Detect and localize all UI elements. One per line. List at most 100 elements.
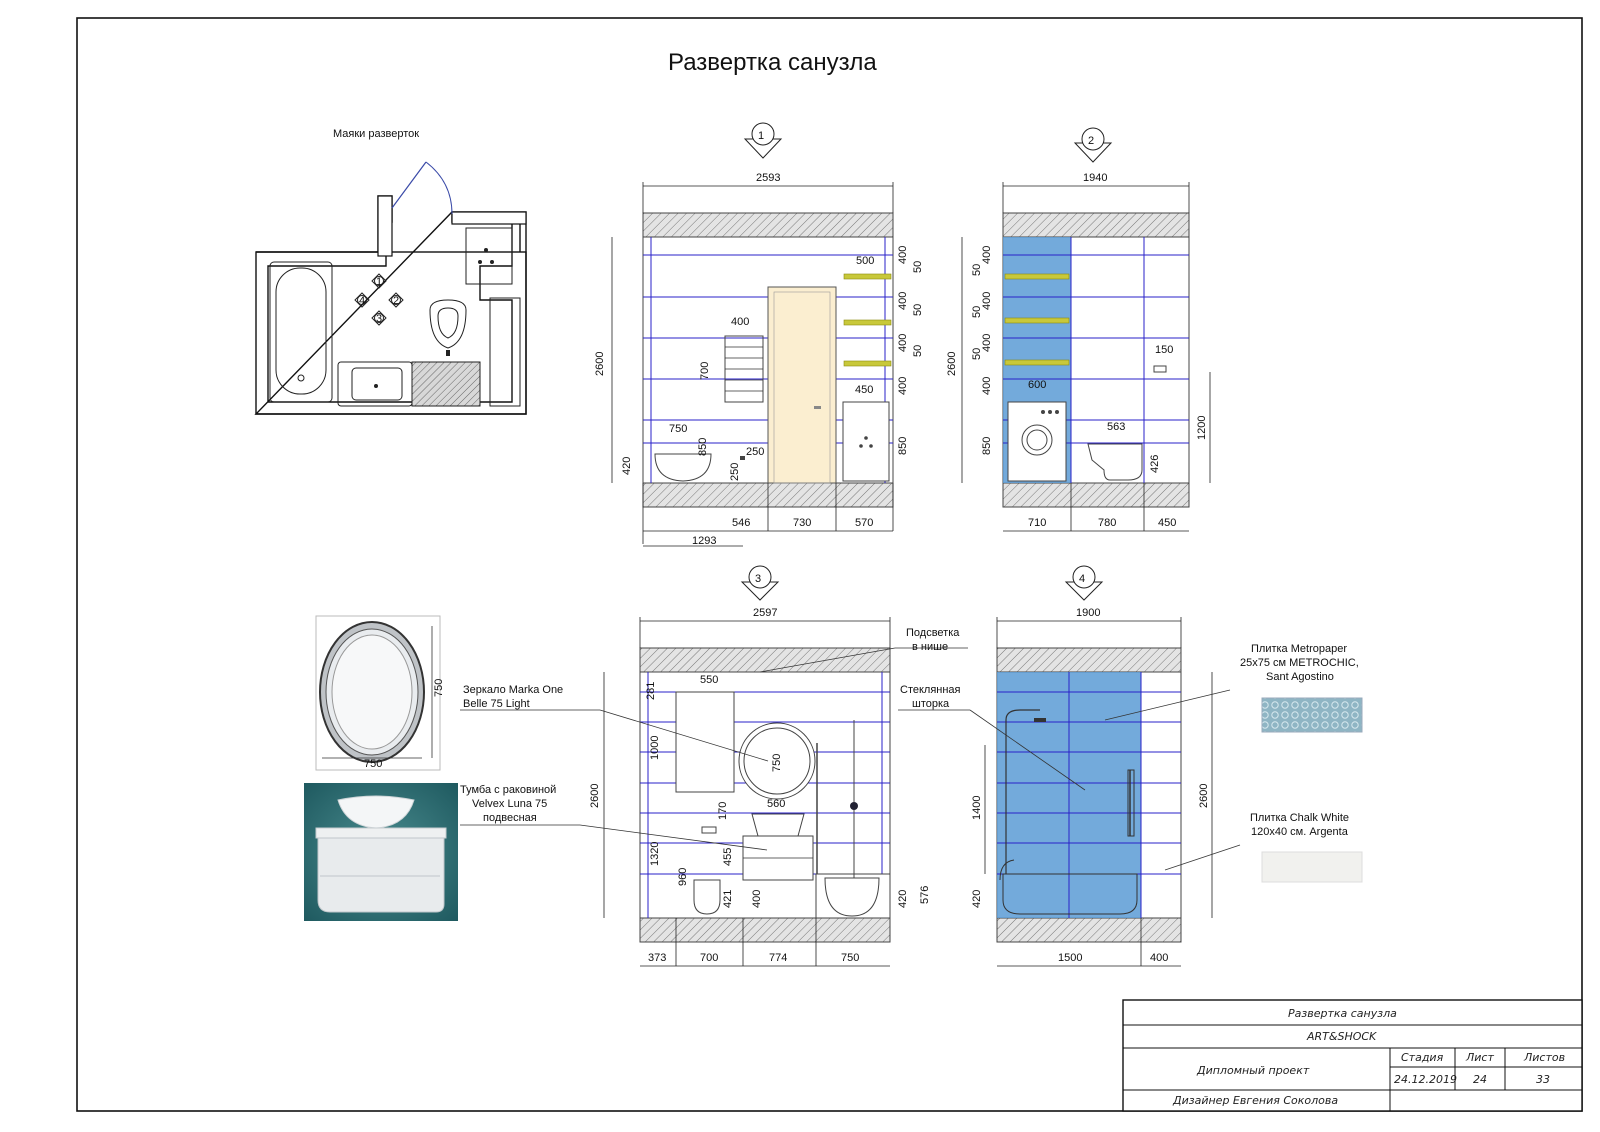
view-2-shelf-2: 50 — [971, 306, 983, 318]
view-4-badge: 4 — [1064, 565, 1104, 601]
tile-swatch-metropaper — [1261, 697, 1363, 733]
view-1-socket-h: 250 — [729, 463, 741, 481]
view-3-sink-h: 170 — [717, 802, 729, 820]
view-4-dim-l2: 420 — [971, 890, 983, 908]
view-1-cabinet-w: 450 — [855, 384, 873, 396]
mirror-width-label: 750 — [364, 758, 382, 770]
stamp-sheets-label: Листов — [1523, 1051, 1565, 1064]
stamp-designer: Дизайнер Евгения Соколова — [1172, 1094, 1338, 1107]
view-1-dim-r3: 400 — [897, 334, 909, 352]
view-1-shelf-1: 50 — [912, 261, 924, 273]
view-2-washer-w: 600 — [1028, 379, 1046, 391]
view-4-width: 1900 — [1076, 607, 1100, 619]
view-3-dim-bottom-4: 750 — [841, 952, 859, 964]
view-3-height: 2600 — [589, 784, 601, 808]
page-title: Развертка санузла — [668, 49, 877, 76]
note-tile2-2: 120x40 см. Argenta — [1251, 826, 1349, 838]
view-3-dim-l4: 960 — [677, 868, 689, 886]
view-3-badge: 3 — [740, 565, 780, 601]
view-4-dim-bottom-2: 400 — [1150, 952, 1168, 964]
note-tile1-3: Sant Agostino — [1266, 671, 1334, 683]
cabinet-product-image — [304, 783, 458, 921]
marker-2: 2 — [393, 295, 399, 307]
note-backlight-1: Подсветка — [906, 627, 960, 639]
floor-plan: Маяки разверток 1 2 3 — [254, 128, 527, 415]
view-3-sink-w: 560 — [767, 798, 785, 810]
stamp-stage-label: Стадия — [1401, 1051, 1444, 1064]
note-mirror-2: Belle 75 Light — [463, 698, 530, 710]
note-glass-2: шторка — [912, 698, 950, 710]
view-1-width: 2593 — [756, 172, 780, 184]
view-2-number: 2 — [1088, 135, 1094, 147]
view-1-shelf-2: 50 — [912, 304, 924, 316]
view-3-number: 3 — [755, 573, 761, 585]
title-block: Развертка санузла ART&SHOCK Дипломный пр… — [1122, 999, 1583, 1112]
view-4-dim-bottom-1: 1500 — [1058, 952, 1082, 964]
view-2-height: 2600 — [946, 352, 958, 376]
view-3-dim-bottom-3: 774 — [769, 952, 787, 964]
view-4-number: 4 — [1079, 573, 1085, 585]
marker-3: 3 — [376, 313, 382, 325]
view-1-toilet-w: 750 — [669, 423, 687, 435]
view-2-switch-h: 1200 — [1196, 416, 1208, 440]
elevation-4: 1900 2600 1400 420 1500 400 — [971, 607, 1213, 967]
view-2-badge: 2 — [1073, 127, 1113, 163]
note-tile1-1: Плитка Metropaper — [1251, 643, 1347, 655]
view-1-dim-r4: 400 — [897, 377, 909, 395]
view-2-dim-l1: 400 — [981, 246, 993, 264]
marker-1: 1 — [376, 276, 382, 288]
note-mirror-1: Зеркало Marka One — [463, 684, 563, 696]
stamp-date: 24.12.2019 — [1394, 1073, 1457, 1086]
view-2-dim-bottom-1: 710 — [1028, 517, 1046, 529]
view-1-dim-r2: 400 — [897, 292, 909, 310]
elevation-1: 2593 2600 546 730 570 1293 400 400 400 4… — [594, 172, 924, 547]
view-2-dim-bottom-2: 780 — [1098, 517, 1116, 529]
view-2-switch-w: 150 — [1155, 344, 1173, 356]
view-2-shelf-1: 50 — [971, 264, 983, 276]
view-3-dim-l2: 1000 — [649, 736, 661, 760]
annotations — [460, 647, 1241, 871]
marker-4: 4 — [359, 295, 365, 307]
view-1-dim-total: 1293 — [692, 535, 716, 547]
view-2-dim-bottom-3: 450 — [1158, 517, 1176, 529]
view-3-cab-h: 455 — [722, 848, 734, 866]
view-2-dim-l2: 400 — [981, 292, 993, 310]
view-3-dim-bottom-1: 373 — [648, 952, 666, 964]
stamp-project: Дипломный проект — [1196, 1064, 1310, 1077]
view-1-toilet-mount: 420 — [621, 457, 633, 475]
view-1-toilet-h: 850 — [697, 438, 709, 456]
view-3-dim-bottom-2: 700 — [700, 952, 718, 964]
view-1-dim-bottom-3: 570 — [855, 517, 873, 529]
view-marker-group: 1 2 3 4 — [354, 273, 404, 326]
elevation-2: 1940 2600 400 400 400 400 850 50 50 50 7… — [946, 172, 1211, 532]
view-2-toilet-h: 426 — [1149, 455, 1161, 473]
view-1-shelf-w: 500 — [856, 255, 874, 267]
stamp-sheet-title: Развертка санузла — [1288, 1007, 1397, 1020]
view-1-dim-r1: 400 — [897, 246, 909, 264]
view-1-height: 2600 — [594, 352, 606, 376]
stamp-sheets: 33 — [1536, 1073, 1550, 1086]
plan-label: Маяки разверток — [333, 128, 419, 140]
stamp-company: ART&SHOCK — [1306, 1030, 1377, 1043]
view-3-niche-w: 550 — [700, 674, 718, 686]
note-glass-1: Стеклянная — [900, 684, 961, 696]
view-1-towel-h: 700 — [699, 362, 711, 380]
mirror-product-image: 750 750 — [315, 615, 445, 771]
view-3-mirror-d: 750 — [771, 754, 783, 772]
view-2-dim-l5: 850 — [981, 437, 993, 455]
view-3-tub-mount: 420 — [897, 890, 909, 908]
view-3-tub-h: 400 — [751, 890, 763, 908]
view-1-badge: 1 — [743, 122, 783, 159]
stamp-sheet: 24 — [1473, 1073, 1487, 1086]
view-1-shelf-3: 50 — [912, 345, 924, 357]
view-1-dim-bottom-1: 546 — [732, 517, 750, 529]
sheet-frame — [76, 17, 1583, 1112]
view-4-height: 2600 — [1198, 784, 1210, 808]
view-2-toilet-w: 563 — [1107, 421, 1125, 433]
view-2-dim-l4: 400 — [981, 377, 993, 395]
view-2-shelf-3: 50 — [971, 348, 983, 360]
note-tile1-2: 25x75 см METROCHIC, — [1240, 657, 1359, 669]
view-2-dim-l3: 400 — [981, 334, 993, 352]
view-3-dim-l3: 1320 — [649, 842, 661, 866]
